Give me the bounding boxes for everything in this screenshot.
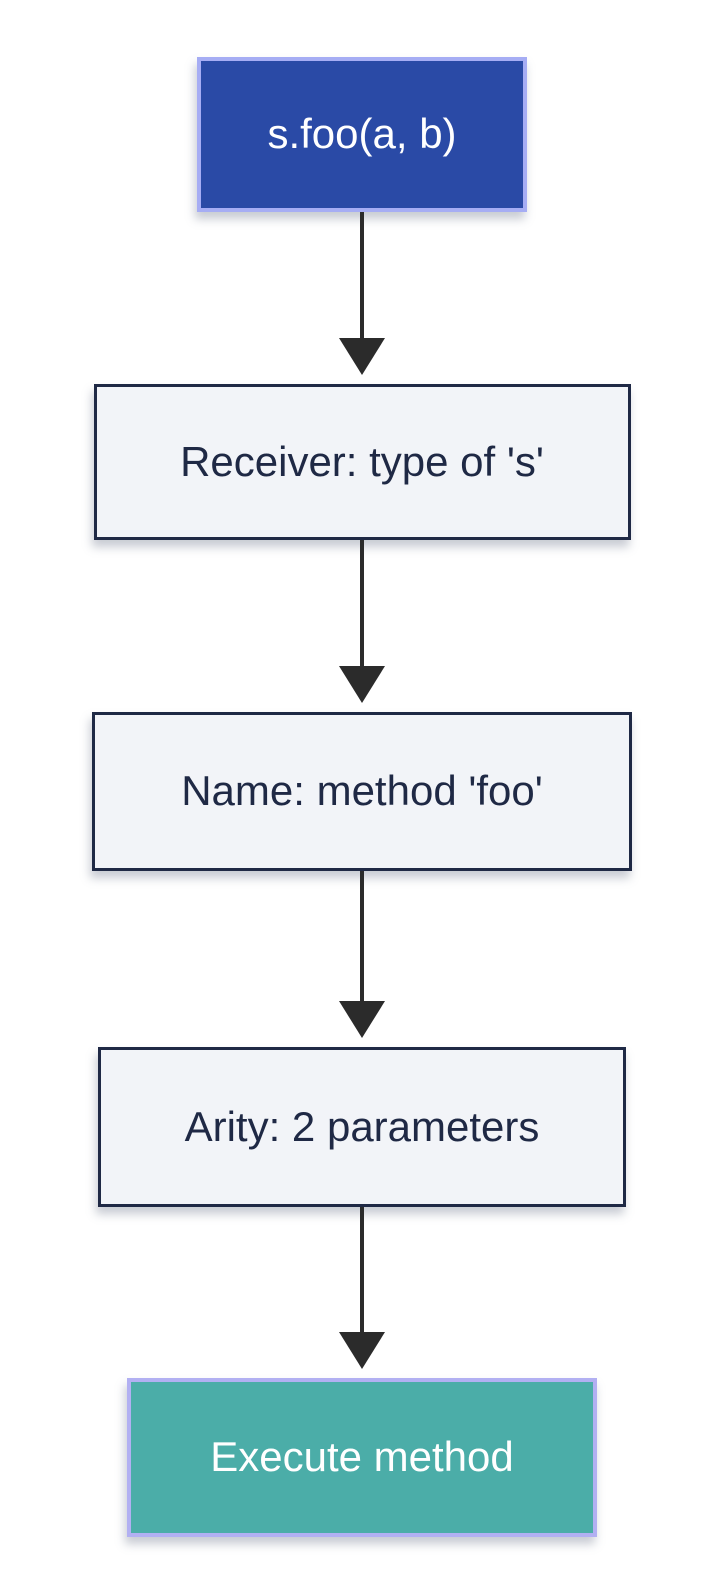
arrow-line: [360, 540, 364, 666]
arrow-down-icon: [339, 1332, 385, 1369]
arrow-line: [360, 1207, 364, 1332]
arrow-line: [360, 871, 364, 1001]
edge-receiver-to-name: [339, 540, 385, 712]
arrow-down-icon: [339, 666, 385, 703]
node-call-expression: s.foo(a, b): [197, 57, 527, 212]
node-receiver-label: Receiver: type of 's': [180, 437, 544, 485]
arrow-down-icon: [339, 338, 385, 375]
node-arity: Arity: 2 parameters: [98, 1047, 626, 1207]
node-arity-label: Arity: 2 parameters: [184, 1102, 540, 1150]
node-call-expression-label: s.foo(a, b): [267, 110, 457, 158]
edge-name-to-arity: [339, 871, 385, 1047]
edge-arity-to-execute: [339, 1207, 385, 1378]
arrow-line: [360, 212, 364, 338]
edge-call-to-receiver: [339, 212, 385, 384]
node-method-name-label: Name: method 'foo': [181, 767, 543, 815]
flowchart-column: s.foo(a, b) Receiver: type of 's' Name: …: [6, 0, 712, 1537]
arrow-down-icon: [339, 1001, 385, 1038]
node-method-name: Name: method 'foo': [92, 712, 632, 871]
node-execute-method: Execute method: [127, 1378, 597, 1537]
node-execute-method-label: Execute method: [210, 1433, 514, 1481]
node-receiver: Receiver: type of 's': [93, 384, 631, 540]
